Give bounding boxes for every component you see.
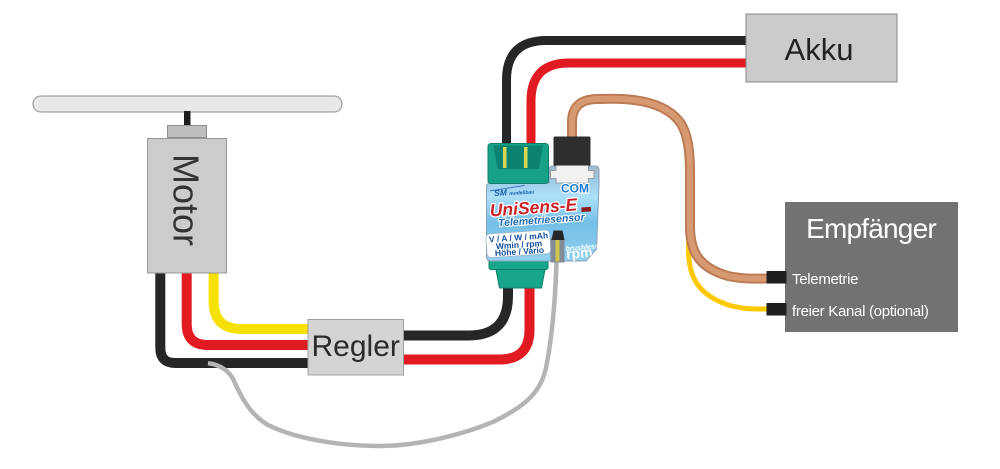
svg-text:rpm: rpm [565,244,593,262]
svg-text:Telemetrie: Telemetrie [792,271,858,288]
svg-text:V / A / W / mAh: V / A / W / mAh [489,230,549,244]
svg-text:Höhe / Vario: Höhe / Vario [495,245,545,258]
svg-text:Empfänger: Empfänger [806,213,936,244]
svg-text:brushless: brushless [565,243,599,253]
svg-text:Akku: Akku [785,32,854,67]
svg-text:freier Kanal (optional): freier Kanal (optional) [792,303,929,320]
svg-text:COM: COM [561,182,589,196]
svg-text:Wmin / rpm: Wmin / rpm [496,238,543,251]
svg-text:Motor: Motor [166,154,207,246]
svg-text:Regler: Regler [312,330,400,363]
